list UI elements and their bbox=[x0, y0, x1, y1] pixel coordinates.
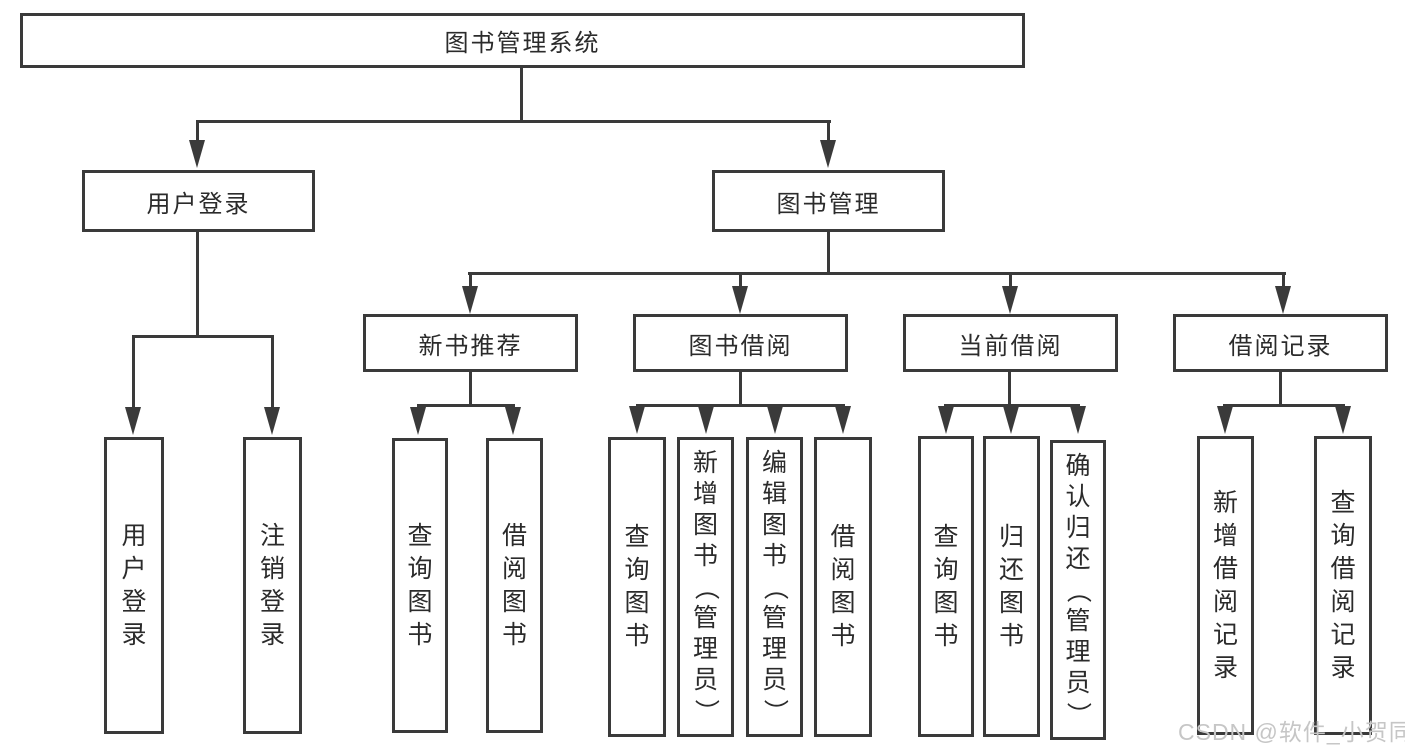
connector-book-mgmt-down bbox=[827, 232, 830, 272]
node-new-book-recommend: 新书推荐 bbox=[363, 314, 578, 372]
leaf-query-books: 查询图书 bbox=[918, 436, 974, 737]
arrow-down-icon bbox=[410, 407, 426, 435]
node-book-borrow: 图书借阅 bbox=[633, 314, 848, 372]
arrow-down-icon bbox=[820, 140, 836, 168]
arrow-down-icon bbox=[1335, 406, 1351, 434]
leaf-edit-books-admin: 编辑图书（管理员） bbox=[746, 437, 803, 737]
connector-stub bbox=[739, 272, 742, 288]
connector-borrow-record-rail bbox=[1223, 404, 1345, 407]
leaf-query-books: 查询图书 bbox=[392, 438, 448, 733]
arrow-down-icon bbox=[1275, 286, 1291, 314]
leaf-borrow-books: 借阅图书 bbox=[814, 437, 872, 737]
arrow-down-icon bbox=[1002, 286, 1018, 314]
arrow-down-icon bbox=[505, 407, 521, 435]
connector-stub bbox=[271, 335, 274, 409]
connector-root-down bbox=[520, 68, 523, 120]
arrow-down-icon bbox=[189, 140, 205, 168]
connector-new-book-rail bbox=[417, 404, 515, 407]
connector-level2-rail bbox=[196, 120, 831, 123]
leaf-confirm-return-admin: 确认归还（管理员） bbox=[1050, 440, 1106, 740]
connector-new-book-down bbox=[469, 372, 472, 407]
arrow-down-icon bbox=[698, 406, 714, 434]
leaf-query-borrow-record: 查询借阅记录 bbox=[1314, 436, 1372, 735]
arrow-down-icon bbox=[462, 286, 478, 314]
connector-book-borrow-down bbox=[739, 372, 742, 407]
connector-current-borrow-rail bbox=[944, 404, 1080, 407]
arrow-down-icon bbox=[835, 406, 851, 434]
leaf-add-books-admin: 新增图书（管理员） bbox=[677, 437, 734, 737]
connector-current-borrow-down bbox=[1008, 372, 1011, 407]
connector-borrow-record-down bbox=[1279, 372, 1282, 407]
connector-stub bbox=[132, 335, 135, 409]
connector-book-borrow-rail bbox=[636, 404, 845, 407]
connector-stub bbox=[1009, 272, 1012, 288]
arrow-down-icon bbox=[125, 407, 141, 435]
leaf-return-books: 归还图书 bbox=[983, 436, 1040, 737]
node-library-management-system: 图书管理系统 bbox=[20, 13, 1025, 68]
node-book-management: 图书管理 bbox=[712, 170, 945, 232]
arrow-down-icon bbox=[732, 286, 748, 314]
leaf-query-books: 查询图书 bbox=[608, 437, 666, 737]
node-current-borrow: 当前借阅 bbox=[903, 314, 1118, 372]
leaf-logout: 注销登录 bbox=[243, 437, 302, 734]
connector-stub bbox=[469, 272, 472, 288]
node-user-login: 用户登录 bbox=[82, 170, 315, 232]
arrow-down-icon bbox=[1217, 406, 1233, 434]
arrow-down-icon bbox=[767, 406, 783, 434]
csdn-watermark: CSDN @软件_小贺同学 bbox=[1178, 719, 1405, 745]
connector-book-mgmt-stub bbox=[827, 120, 830, 142]
leaf-user-login: 用户登录 bbox=[104, 437, 164, 734]
arrow-down-icon bbox=[264, 407, 280, 435]
arrow-down-icon bbox=[938, 406, 954, 434]
node-borrow-records: 借阅记录 bbox=[1173, 314, 1388, 372]
leaf-borrow-books: 借阅图书 bbox=[486, 438, 543, 733]
arrow-down-icon bbox=[1070, 406, 1086, 434]
connector-user-login-stub bbox=[196, 120, 199, 142]
connector-level3-rail bbox=[468, 272, 1286, 275]
arrow-down-icon bbox=[1003, 406, 1019, 434]
connector-user-login-down bbox=[196, 232, 199, 338]
connector-stub bbox=[1282, 272, 1285, 288]
connector-user-login-rail bbox=[132, 335, 274, 338]
leaf-add-borrow-record: 新增借阅记录 bbox=[1197, 436, 1254, 735]
arrow-down-icon bbox=[629, 406, 645, 434]
